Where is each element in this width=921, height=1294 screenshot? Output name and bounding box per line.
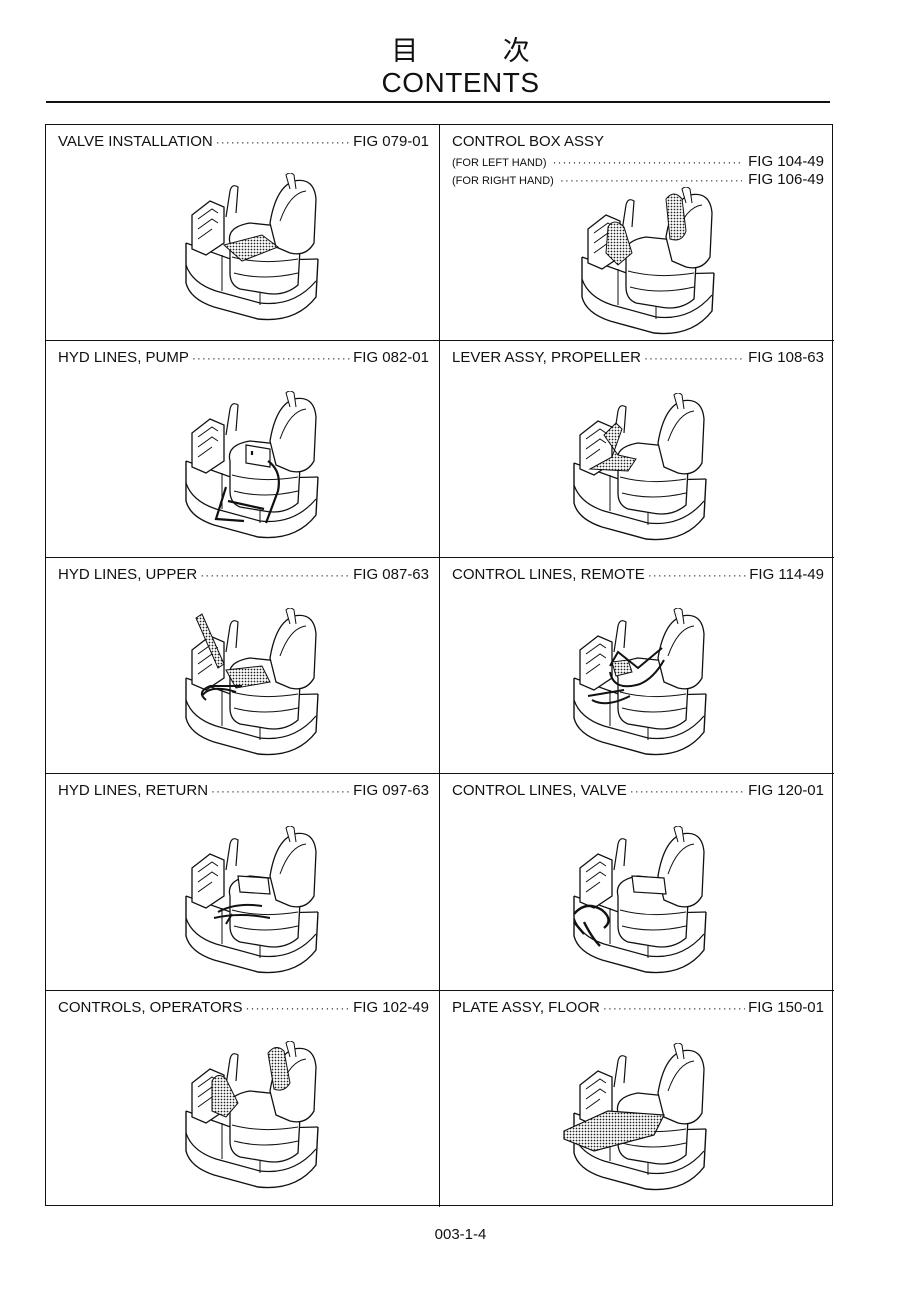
contents-grid: VALVE INSTALLATION FIG 079-01 CONTROL BO… xyxy=(45,124,834,1207)
entry-control-lines-remote[interactable]: CONTROL LINES, REMOTE FIG 114-49 xyxy=(440,558,834,775)
entry-label: HYD LINES, PUMP xyxy=(58,349,189,367)
leader-dots xyxy=(630,784,745,798)
entry-caption: CONTROLS, OPERATORS FIG 102-49 xyxy=(58,999,429,1016)
entry-fig[interactable]: FIG 082-01 xyxy=(353,349,429,367)
cab-illustration xyxy=(563,1042,707,1190)
entry-caption: VALVE INSTALLATION FIG 079-01 xyxy=(58,133,429,150)
entry-fig[interactable]: FIG 120-01 xyxy=(748,782,824,800)
entry-fig[interactable]: FIG 108-63 xyxy=(748,349,824,367)
page-header: 目 次 CONTENTS xyxy=(0,36,921,98)
leader-dots xyxy=(200,568,350,582)
leader-dots xyxy=(560,173,742,187)
sub-entry-left-hand[interactable]: (FOR LEFT HAND) FIG 104-49 xyxy=(452,153,824,170)
entry-plate-assy-floor[interactable]: PLATE ASSY, FLOOR FIG 150-01 xyxy=(440,991,834,1207)
cab-illustration xyxy=(185,1040,319,1188)
cab-illustration xyxy=(581,187,715,335)
entry-caption: CONTROL BOX ASSY xyxy=(452,133,824,150)
entry-hyd-lines-upper[interactable]: HYD LINES, UPPER FIG 087-63 xyxy=(46,557,440,775)
sub-entry-label: (FOR LEFT HAND) xyxy=(452,157,547,169)
entry-label: CONTROL LINES, VALVE xyxy=(452,782,627,800)
cab-illustration xyxy=(185,173,319,321)
entry-fig[interactable]: FIG 102-49 xyxy=(353,998,429,1016)
header-rule xyxy=(46,101,830,103)
entry-caption: CONTROL LINES, VALVE FIG 120-01 xyxy=(452,782,824,799)
page-number: 003-1-4 xyxy=(434,1226,487,1243)
entry-hyd-lines-return[interactable]: HYD LINES, RETURN FIG 097-63 xyxy=(46,774,440,991)
entry-caption: PLATE ASSY, FLOOR FIG 150-01 xyxy=(452,999,824,1016)
entry-label: LEVER ASSY, PROPELLER xyxy=(452,349,641,367)
entry-label: CONTROL BOX ASSY xyxy=(452,133,604,150)
cab-illustration xyxy=(573,826,707,974)
entry-fig[interactable]: FIG 097-63 xyxy=(353,782,429,800)
leader-dots xyxy=(211,784,350,798)
entry-label: CONTROLS, OPERATORS xyxy=(58,998,243,1016)
entry-fig[interactable]: FIG 150-01 xyxy=(748,998,824,1016)
entry-fig[interactable]: FIG 079-01 xyxy=(353,133,429,150)
entry-label: CONTROL LINES, REMOTE xyxy=(452,565,645,583)
entry-caption: HYD LINES, RETURN FIG 097-63 xyxy=(58,782,429,799)
entry-caption: LEVER ASSY, PROPELLER FIG 108-63 xyxy=(452,349,824,366)
entry-caption: CONTROL LINES, REMOTE FIG 114-49 xyxy=(452,566,824,583)
leader-dots xyxy=(216,135,350,149)
cab-illustration xyxy=(185,391,319,539)
sub-entry-right-hand[interactable]: (FOR RIGHT HAND) FIG 106-49 xyxy=(452,171,824,188)
leader-dots xyxy=(644,351,745,365)
leader-dots xyxy=(648,568,746,582)
leader-dots xyxy=(603,1001,745,1015)
entry-hyd-lines-pump[interactable]: HYD LINES, PUMP FIG 082-01 xyxy=(46,341,440,558)
sub-entry-label: (FOR RIGHT HAND) xyxy=(452,175,554,187)
leader-dots xyxy=(245,1001,350,1015)
title-contents: CONTENTS xyxy=(381,67,540,98)
entry-label: VALVE INSTALLATION xyxy=(58,133,213,150)
entry-label: HYD LINES, RETURN xyxy=(58,782,209,800)
entry-controls-operators[interactable]: CONTROLS, OPERATORS FIG 102-49 xyxy=(46,990,440,1207)
leader-dots xyxy=(553,155,743,169)
sub-entry-fig[interactable]: FIG 104-49 xyxy=(748,153,824,170)
entry-label: PLATE ASSY, FLOOR xyxy=(452,998,600,1016)
cab-illustration xyxy=(185,607,319,756)
entry-fig[interactable]: FIG 114-49 xyxy=(749,565,824,583)
entry-lever-assy-propeller[interactable]: LEVER ASSY, PROPELLER FIG 108-63 xyxy=(440,341,834,558)
entry-fig[interactable]: FIG 087-63 xyxy=(353,565,429,583)
entry-label: HYD LINES, UPPER xyxy=(58,565,198,583)
entry-control-lines-valve[interactable]: CONTROL LINES, VALVE FIG 120-01 xyxy=(440,774,834,991)
title-japanese: 目 次 xyxy=(391,36,568,67)
cab-illustration xyxy=(573,393,707,541)
leader-dots xyxy=(192,351,350,365)
sub-entry-fig[interactable]: FIG 106-49 xyxy=(748,171,824,188)
entry-valve-installation[interactable]: VALVE INSTALLATION FIG 079-01 xyxy=(46,125,440,342)
entry-control-box-assy[interactable]: CONTROL BOX ASSY (FOR LEFT HAND) FIG 104… xyxy=(440,125,834,342)
cab-illustration xyxy=(185,826,319,974)
entry-caption: HYD LINES, PUMP FIG 082-01 xyxy=(58,349,429,366)
cab-illustration xyxy=(573,607,707,756)
entry-caption: HYD LINES, UPPER FIG 087-63 xyxy=(58,566,429,583)
